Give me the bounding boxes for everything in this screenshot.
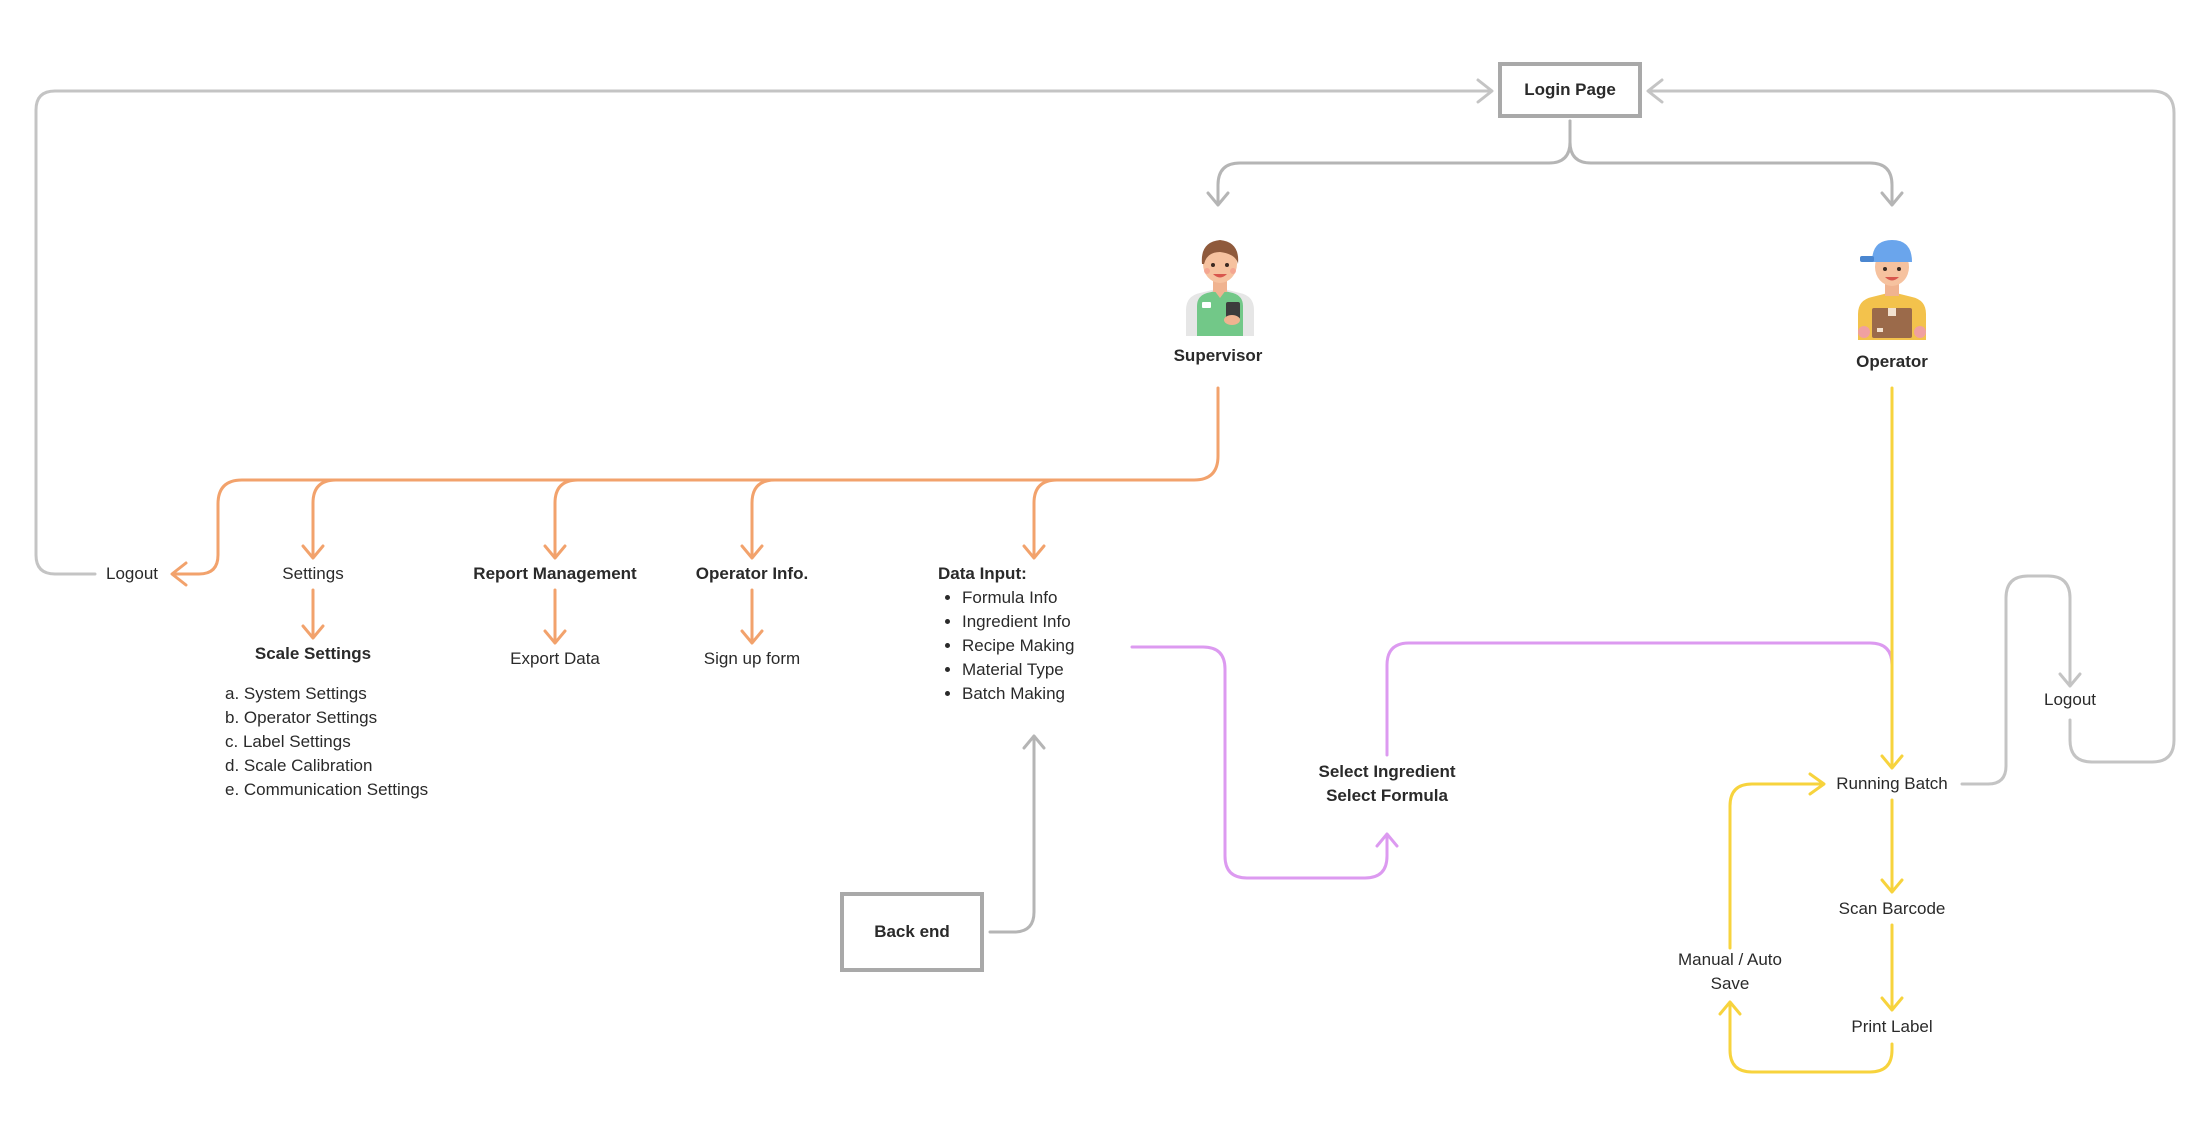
login-page-node[interactable]: Login Page [1498, 62, 1642, 118]
settings-node[interactable]: Settings [282, 564, 344, 583]
arrowhead-data-input [1022, 544, 1046, 560]
back-end-node[interactable]: Back end [840, 892, 984, 972]
connector-to-settings [311, 478, 338, 558]
supervisor-label: Supervisor [1173, 346, 1263, 365]
connector-logout-left-to-login [34, 89, 1492, 576]
save-node[interactable]: Save [1710, 974, 1750, 993]
connector-to-data-input [1032, 478, 1059, 558]
logout-left-node[interactable]: Logout [106, 564, 158, 583]
connector-login-to-supervisor [1216, 119, 1572, 205]
connector-select-to-running-batch [1385, 641, 1894, 757]
arrowhead-running-batch [1880, 754, 1904, 770]
arrowhead-data-input-up [1022, 734, 1046, 750]
supervisor-avatar-icon [1186, 240, 1254, 336]
connector-manual-to-running-batch [1728, 782, 1824, 950]
arrowhead-settings [301, 544, 325, 560]
arrowhead-export-data [543, 629, 567, 645]
scale-settings-item: e. Communication Settings [225, 780, 429, 799]
scale-settings-node[interactable]: Scale Settings [254, 644, 372, 663]
connector-supervisor-bus [172, 386, 1220, 576]
operator-avatar-icon [1858, 240, 1926, 340]
arrowhead-supervisor [1206, 191, 1230, 207]
arrowhead-select-up [1375, 832, 1399, 848]
data-input-node[interactable]: Data Input: [938, 564, 1027, 583]
login-page-label: Login Page [1524, 80, 1616, 99]
data-input-item: Batch Making [962, 682, 1074, 706]
connector-print-to-manual [1728, 1002, 1894, 1074]
arrowhead-print-label [1880, 996, 1904, 1012]
connector-to-operator-info [750, 478, 777, 558]
logout-right-node[interactable]: Logout [2044, 690, 2096, 709]
connector-logout-right-to-login [1648, 89, 2176, 764]
scale-settings-item: a. System Settings [225, 684, 367, 703]
data-input-item: Recipe Making [962, 634, 1074, 658]
arrowhead-report-management [543, 544, 567, 560]
arrowhead-logout-left [170, 561, 188, 587]
arrowhead-operator-info [740, 544, 764, 560]
connector-data-input-to-select [1130, 645, 1389, 880]
arrowhead-login-left [1476, 78, 1494, 104]
connector-running-batch-to-logout [1960, 574, 2072, 786]
operator-info-node[interactable]: Operator Info. [695, 564, 809, 583]
connector-login-to-operator [1568, 119, 1894, 205]
back-end-label: Back end [874, 922, 950, 941]
scale-settings-item: d. Scale Calibration [225, 756, 373, 775]
scale-settings-item: b. Operator Settings [225, 708, 378, 727]
sign-up-form-node[interactable]: Sign up form [703, 649, 801, 668]
connector-backend-to-data-input [988, 736, 1036, 934]
scan-barcode-node[interactable]: Scan Barcode [1838, 899, 1946, 918]
arrowhead-login-right [1646, 78, 1664, 104]
data-input-item: Material Type [962, 658, 1074, 682]
arrowhead-operator [1880, 191, 1904, 207]
scale-settings-item: c. Label Settings [225, 732, 351, 751]
connector-to-report-management [553, 478, 580, 558]
arrowhead-running-batch-left [1808, 772, 1826, 796]
data-input-item: Ingredient Info [962, 610, 1074, 634]
manual-auto-node[interactable]: Manual / Auto [1678, 950, 1782, 969]
running-batch-node[interactable]: Running Batch [1836, 774, 1948, 793]
print-label-node[interactable]: Print Label [1851, 1017, 1933, 1036]
arrowhead-scan-barcode [1880, 878, 1904, 894]
select-ingredient-node[interactable]: Select Ingredient [1318, 762, 1456, 781]
select-formula-node[interactable]: Select Formula [1326, 786, 1448, 805]
data-input-item: Formula Info [962, 586, 1074, 610]
operator-label: Operator [1856, 352, 1928, 371]
data-input-list: Formula Info Ingredient Info Recipe Maki… [938, 586, 1074, 706]
arrowhead-manual-up [1718, 1000, 1742, 1016]
arrowhead-logout-right [2058, 672, 2082, 688]
arrowhead-scale-settings [301, 624, 325, 640]
export-data-node[interactable]: Export Data [510, 649, 600, 668]
report-management-node[interactable]: Report Management [473, 564, 637, 583]
scale-settings-list: a. System Settings b. Operator Settings … [225, 682, 428, 802]
arrowhead-sign-up-form [740, 629, 764, 645]
